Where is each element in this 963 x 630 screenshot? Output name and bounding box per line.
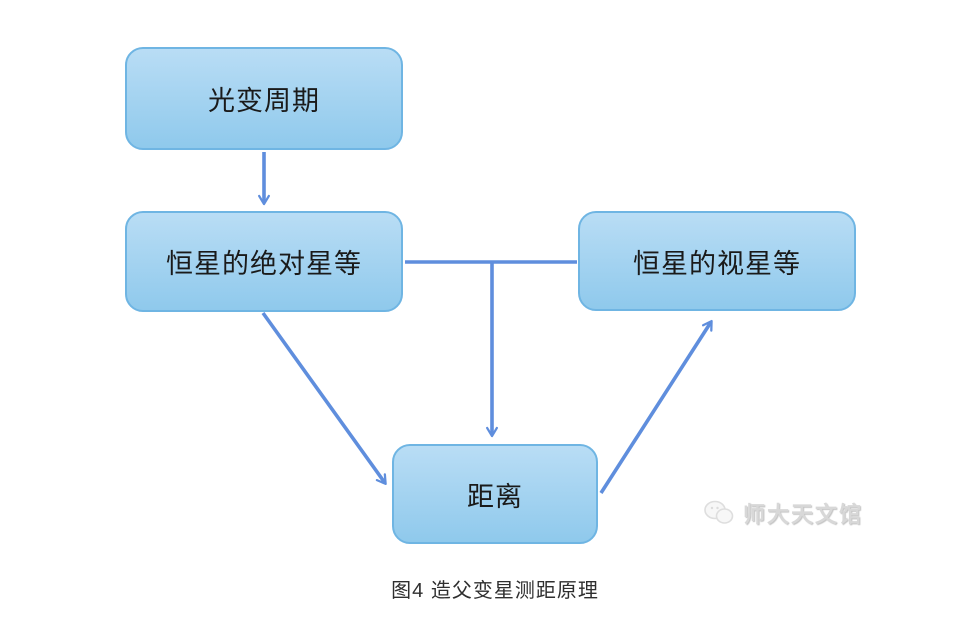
node-light-period-label: 光变周期 — [208, 86, 320, 116]
node-light-period: 光变周期 — [125, 47, 403, 150]
node-absolute-magnitude: 恒星的绝对星等 — [125, 211, 403, 312]
arrow-distance-to-apparent — [599, 319, 713, 494]
arrow-absolute-to-distance — [261, 311, 387, 486]
node-distance: 距离 — [392, 444, 598, 544]
node-distance-label: 距离 — [467, 481, 523, 512]
watermark-logo-icon — [703, 499, 737, 527]
figure-caption: 图4 造父变星测距原理 — [391, 580, 599, 602]
node-absolute-magnitude-label: 恒星的绝对星等 — [166, 249, 362, 279]
watermark: 师大天文馆 — [703, 497, 863, 529]
watermark-text: 师大天文馆 — [743, 502, 864, 527]
node-apparent-magnitude-label: 恒星的视星等 — [633, 248, 801, 279]
node-apparent-magnitude: 恒星的视星等 — [578, 211, 856, 311]
